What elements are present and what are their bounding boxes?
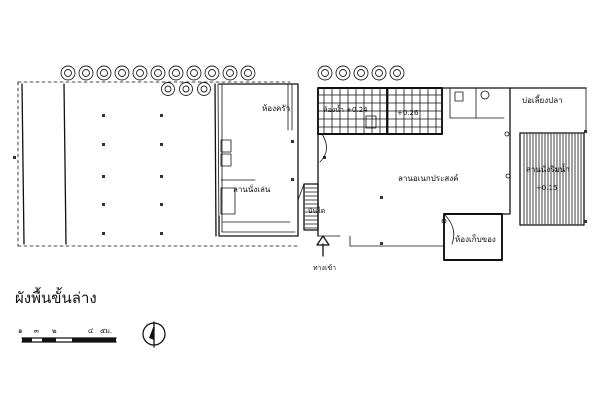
label-dining: ลานนั่งเล่น xyxy=(233,183,271,194)
kitchen-block xyxy=(218,83,299,237)
main-hall xyxy=(317,119,511,247)
scale-bar: ๑ ๓ ๒ ๔ ๕ม. xyxy=(18,327,117,343)
label-main-hall: ลานอเนกประสงค์ xyxy=(398,173,459,183)
north-arrow-icon xyxy=(142,321,166,348)
tree-row-left xyxy=(60,65,256,96)
wash-rooms xyxy=(317,87,511,135)
tree-row-right xyxy=(317,65,405,81)
scale-tick-5: ๕ม. xyxy=(100,327,112,335)
label-stair: บันได xyxy=(308,206,325,215)
left-pavilion xyxy=(13,81,301,247)
column-posts xyxy=(13,114,163,235)
label-store: ห้องเก็บของ xyxy=(455,234,496,244)
plan-title: ผังพื้นขั้นล่าง xyxy=(15,287,97,307)
scale-tick-1: ๑ xyxy=(18,327,22,335)
waterside-deck xyxy=(509,87,587,226)
label-kitchen: ห้องครัว xyxy=(262,104,290,113)
scale-tick-4: ๔ xyxy=(88,327,93,335)
scale-tick-2: ๓ xyxy=(34,327,39,335)
label-fish-pond: บ่อเลี้ยงปลา xyxy=(522,94,563,105)
storage-room xyxy=(443,213,503,261)
label-deck-level: +0.15 xyxy=(536,184,557,192)
label-wash-left: ห้องน้ำ +0.24 xyxy=(323,103,368,114)
label-wash-right: +0.26 xyxy=(397,109,419,117)
entry-arrow xyxy=(316,235,330,257)
scale-tick-3: ๒ xyxy=(52,327,57,335)
stair xyxy=(297,183,319,231)
label-entry: ทางเข้า xyxy=(313,264,336,272)
label-deck: ลานนั่งริมน้ำ xyxy=(526,163,570,174)
